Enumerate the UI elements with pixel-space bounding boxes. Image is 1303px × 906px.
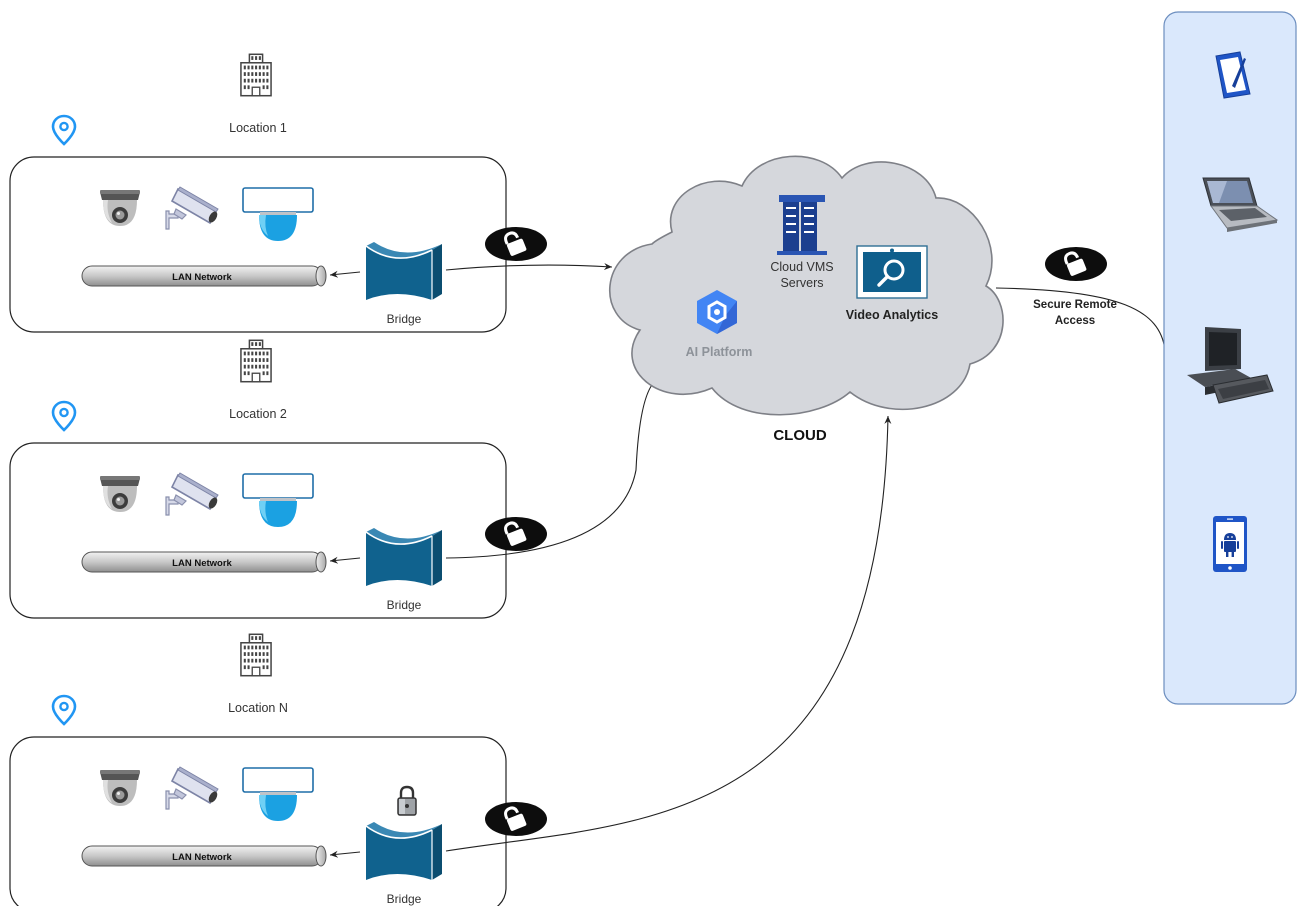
lan-network-pipe: LAN Network	[81, 551, 327, 573]
location-box	[9, 736, 507, 906]
bridge-label: Bridge	[387, 312, 422, 326]
vms-label-line1: Cloud VMS	[770, 260, 833, 274]
cloud: Cloud VMS Servers Video Analytics AI Pla…	[608, 155, 1004, 416]
ai-platform-label: AI Platform	[686, 345, 753, 359]
cloud-title: CLOUD	[773, 427, 826, 444]
location-label: Location N	[228, 701, 288, 715]
connector-location-1	[445, 263, 613, 271]
device-panel	[1163, 11, 1297, 705]
vms-label-line2: Servers	[780, 276, 823, 290]
bridge-to-lan-connector	[329, 850, 361, 858]
server-icon	[777, 195, 827, 255]
building-icon	[240, 339, 272, 383]
lan-network-pipe: LAN Network	[81, 265, 327, 287]
building-icon	[240, 53, 272, 97]
building-icon	[240, 633, 272, 677]
connector-remote-access	[995, 287, 1166, 351]
video-analytics-icon	[856, 245, 928, 299]
location-label: Location 1	[229, 121, 287, 135]
location-label: Location 2	[229, 407, 287, 421]
connector-location-n	[445, 415, 892, 852]
cloud-shape	[608, 155, 1004, 416]
bridge-label: Bridge	[387, 598, 422, 612]
tablet-icon	[1215, 51, 1251, 99]
lan-network-label: LAN Network	[172, 272, 232, 283]
lan-network-label: LAN Network	[172, 852, 232, 863]
map-pin-icon	[51, 114, 77, 146]
bridge-label: Bridge	[387, 892, 422, 906]
android-phone-icon	[1213, 516, 1247, 572]
ai-platform-icon	[697, 290, 737, 334]
lan-network-label: LAN Network	[172, 558, 232, 569]
map-pin-icon	[51, 400, 77, 432]
laptop-icon	[1202, 177, 1279, 232]
remote-access-label-line2: Access	[1055, 315, 1095, 327]
connector-location-2	[445, 377, 661, 559]
desktop-computer-icon	[1187, 327, 1274, 404]
remote-access-label-line1: Secure Remote	[1033, 299, 1117, 311]
lock-badge-icon	[1044, 246, 1108, 282]
bridge-to-lan-connector	[329, 556, 361, 564]
lan-network-pipe: LAN Network	[81, 845, 327, 867]
location-box	[9, 442, 507, 619]
lock-badge-icon	[484, 226, 548, 262]
lock-badge-icon	[484, 801, 548, 837]
bridge-to-lan-connector	[329, 270, 361, 278]
lock-badge-icon	[484, 516, 548, 552]
map-pin-icon	[51, 694, 77, 726]
video-analytics-label: Video Analytics	[846, 308, 938, 322]
connectors	[445, 263, 1166, 852]
location-box	[9, 156, 507, 333]
